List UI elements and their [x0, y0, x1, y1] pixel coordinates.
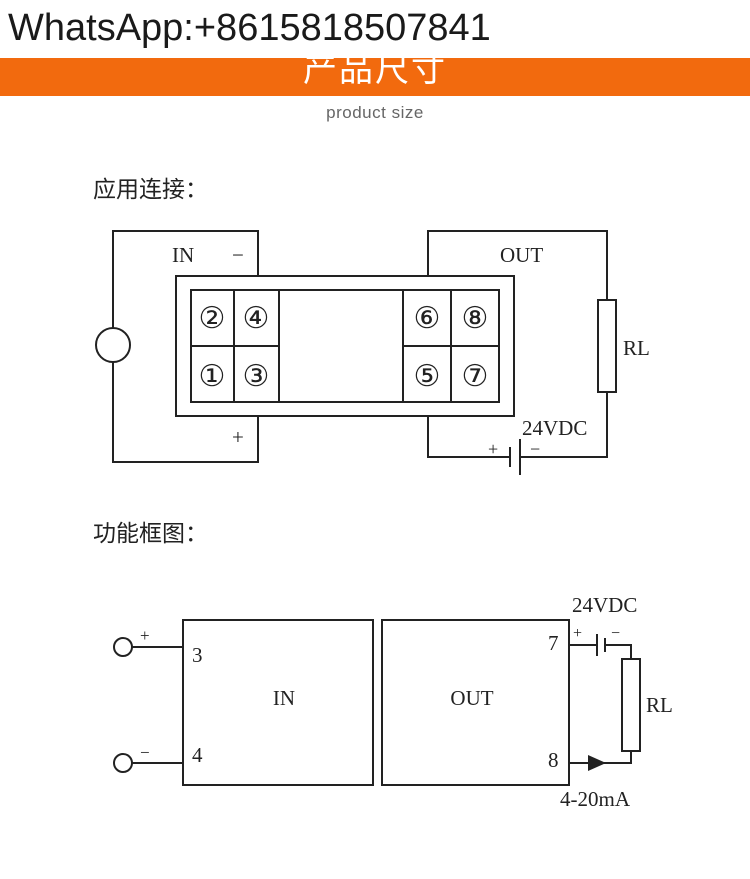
whatsapp-contact: WhatsApp:+8615818507841 [0, 0, 568, 56]
input-loop-wire [112, 230, 259, 328]
in-block [182, 619, 374, 786]
terminal-7: ⑦ [462, 360, 489, 393]
in-block-label: IN [273, 686, 295, 710]
page-subtitle: product size [326, 103, 424, 122]
in-minus-label: − [232, 243, 244, 267]
block-in-minus: − [140, 743, 150, 762]
page-title: 产品尺寸 [303, 50, 447, 90]
terminal-2: ② [199, 302, 226, 335]
in-plus-label: + [232, 425, 244, 449]
pin-8: 8 [548, 748, 559, 772]
in-label: IN [172, 243, 194, 267]
terminal-3: ③ [243, 360, 270, 393]
terminal-6: ⑥ [414, 302, 441, 335]
load-resistor-icon-2 [621, 658, 641, 752]
input-plus-terminal-icon [113, 637, 133, 657]
load-label: RL [623, 336, 650, 360]
pin-7: 7 [548, 631, 559, 655]
terminal-8: ⑧ [462, 302, 489, 335]
title-banner [0, 58, 750, 96]
block-supply-label: 24VDC [572, 593, 637, 617]
block-supply-plus: + [573, 625, 582, 642]
out-block [381, 619, 570, 786]
input-minus-terminal-icon [113, 753, 133, 773]
current-arrow-icon [588, 755, 606, 771]
block-in-plus: + [140, 626, 150, 645]
connection-heading: 应用连接： [93, 177, 208, 203]
device-outer-frame [175, 275, 515, 417]
signal-source-icon [95, 327, 131, 363]
out-block-label: OUT [450, 686, 493, 710]
block-load-label: RL [646, 693, 673, 717]
terminal-4: ④ [243, 302, 270, 335]
supply-plus-label: + [488, 439, 498, 459]
pin-4: 4 [192, 743, 203, 767]
terminal-1: ① [199, 360, 226, 393]
pin-3: 3 [192, 643, 203, 667]
output-range-label: 4-20mA [560, 787, 631, 811]
load-resistor-icon [597, 299, 617, 393]
out-label: OUT [500, 243, 543, 267]
supply-minus-label: − [530, 439, 540, 459]
terminal-5: ⑤ [414, 360, 441, 393]
block-supply-minus: − [611, 625, 620, 642]
supply-label: 24VDC [522, 416, 587, 440]
block-diagram-heading: 功能框图： [93, 521, 208, 547]
output-loop-wire [427, 230, 608, 300]
